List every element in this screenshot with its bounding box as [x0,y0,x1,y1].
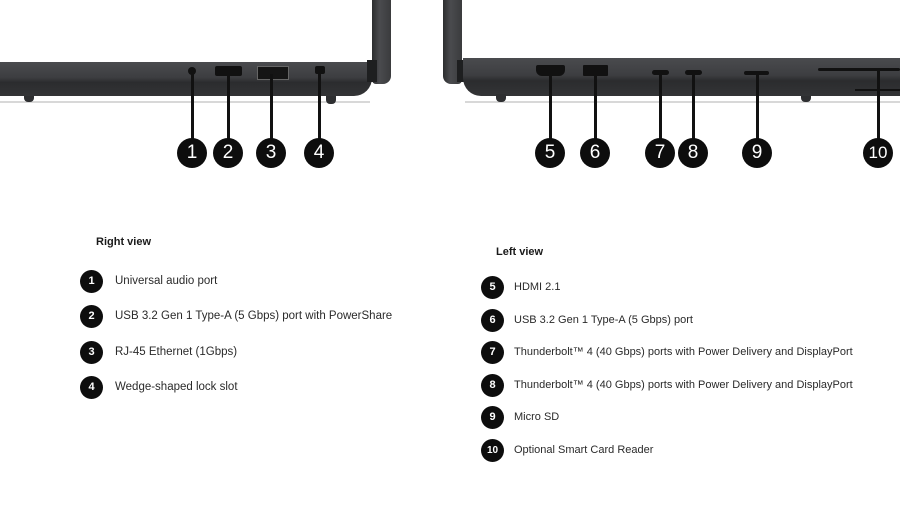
callout-1: 1 [177,138,207,168]
callout-7: 7 [645,138,675,168]
legend-label: Micro SD [514,411,560,423]
laptop-foot [496,94,506,102]
legend-item: 1 Universal audio port [80,269,217,293]
callout-2: 2 [213,138,243,168]
callout-3: 3 [256,138,286,168]
legend-label: Thunderbolt™ 4 (40 Gbps) ports with Powe… [514,346,853,358]
laptop-hinge-right [367,60,377,82]
legend-label: USB 3.2 Gen 1 Type-A (5 Gbps) port [514,314,693,326]
callout-line [756,74,759,142]
callout-9: 9 [742,138,772,168]
legend-number-badge: 4 [80,375,103,399]
laptop-foot [801,96,811,102]
smart-card-slot-icon [818,68,900,71]
callout-line [549,74,552,142]
legend-number-badge: 8 [481,373,504,397]
laptop-foot [24,96,34,102]
callout-line [594,74,597,142]
legend-number-badge: 10 [481,438,504,462]
legend-number-badge: 9 [481,405,504,429]
usb-a-port-icon [215,66,242,76]
callout-line [191,72,194,142]
callout-line [692,73,695,142]
legend-number-badge: 7 [481,340,504,364]
surface-line [0,101,370,103]
legend-item: 2 USB 3.2 Gen 1 Type-A (5 Gbps) port wit… [80,304,392,328]
legend-number-badge: 6 [481,308,504,332]
legend-label: RJ-45 Ethernet (1Gbps) [115,346,238,358]
laptop-chassis-right [0,62,372,96]
laptop-foot [326,96,336,104]
hdmi-port-icon [536,65,565,76]
thunderbolt-port-icon [685,70,702,75]
callout-8: 8 [678,138,708,168]
callout-line [270,74,273,142]
thunderbolt-port-icon [652,70,669,75]
callout-line [659,73,662,142]
legend-item: 10 Optional Smart Card Reader [481,438,653,462]
legend-number-badge: 5 [481,275,504,299]
legend-item: 6 USB 3.2 Gen 1 Type-A (5 Gbps) port [481,308,693,332]
callout-4: 4 [304,138,334,168]
legend-number-badge: 1 [80,269,103,293]
legend-label: HDMI 2.1 [514,281,561,293]
legend-number-badge: 3 [80,340,103,364]
audio-port-icon [188,67,196,75]
legend-item: 7 Thunderbolt™ 4 (40 Gbps) ports with Po… [481,340,853,364]
callout-line [318,70,321,142]
laptop-chassis-left [463,58,900,96]
legend-label: Optional Smart Card Reader [514,444,654,456]
usb-a-port-icon [583,65,608,76]
legend-label: USB 3.2 Gen 1 Type-A (5 Gbps) port with … [115,310,393,322]
callout-line [877,70,880,142]
legend-label: Wedge-shaped lock slot [115,381,238,393]
legend-label: Thunderbolt™ 4 (40 Gbps) ports with Powe… [514,379,853,391]
legend-item: 8 Thunderbolt™ 4 (40 Gbps) ports with Po… [481,373,853,397]
surface-line [465,101,900,103]
legend-item: 3 RJ-45 Ethernet (1Gbps) [80,340,237,364]
callout-line [227,72,230,142]
laptop-hinge-left [457,60,467,82]
left-view-title: Left view [496,246,544,258]
ethernet-port-icon [257,66,289,80]
callout-10: 10 [863,138,893,168]
right-view-title: Right view [96,236,152,248]
callout-6: 6 [580,138,610,168]
legend-label: Universal audio port [115,275,218,287]
callout-5: 5 [535,138,565,168]
legend-item: 9 Micro SD [481,405,559,429]
legend-item: 4 Wedge-shaped lock slot [80,375,238,399]
legend-item: 5 HDMI 2.1 [481,275,560,299]
legend-number-badge: 2 [80,304,103,328]
microsd-slot-icon [744,71,769,75]
